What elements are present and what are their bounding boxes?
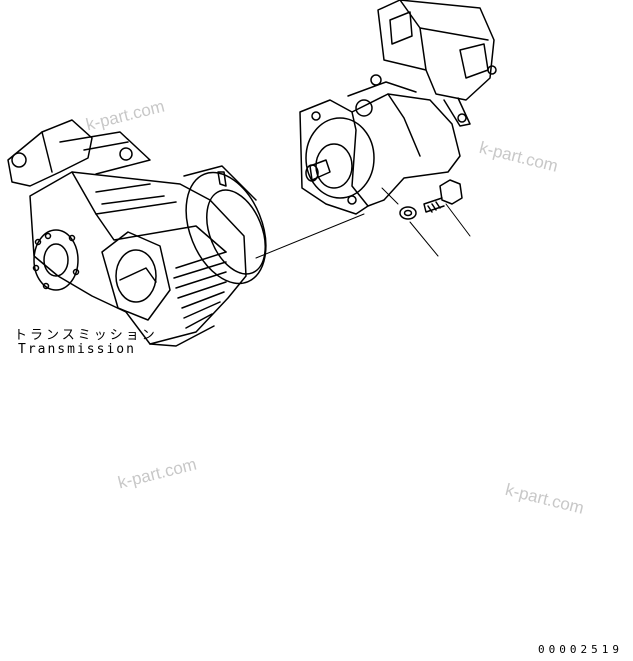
transmission-housing-icon [7, 119, 267, 347]
drawing-code: 00002519 [538, 643, 623, 656]
motor-assembly-icon [299, 0, 497, 215]
transmission-label-jp: トランスミッション [14, 328, 158, 343]
transmission-label-en: Transmission [18, 342, 136, 357]
bolt-icon [423, 179, 463, 213]
leader-lines [255, 187, 471, 259]
washer-icon [399, 206, 417, 220]
